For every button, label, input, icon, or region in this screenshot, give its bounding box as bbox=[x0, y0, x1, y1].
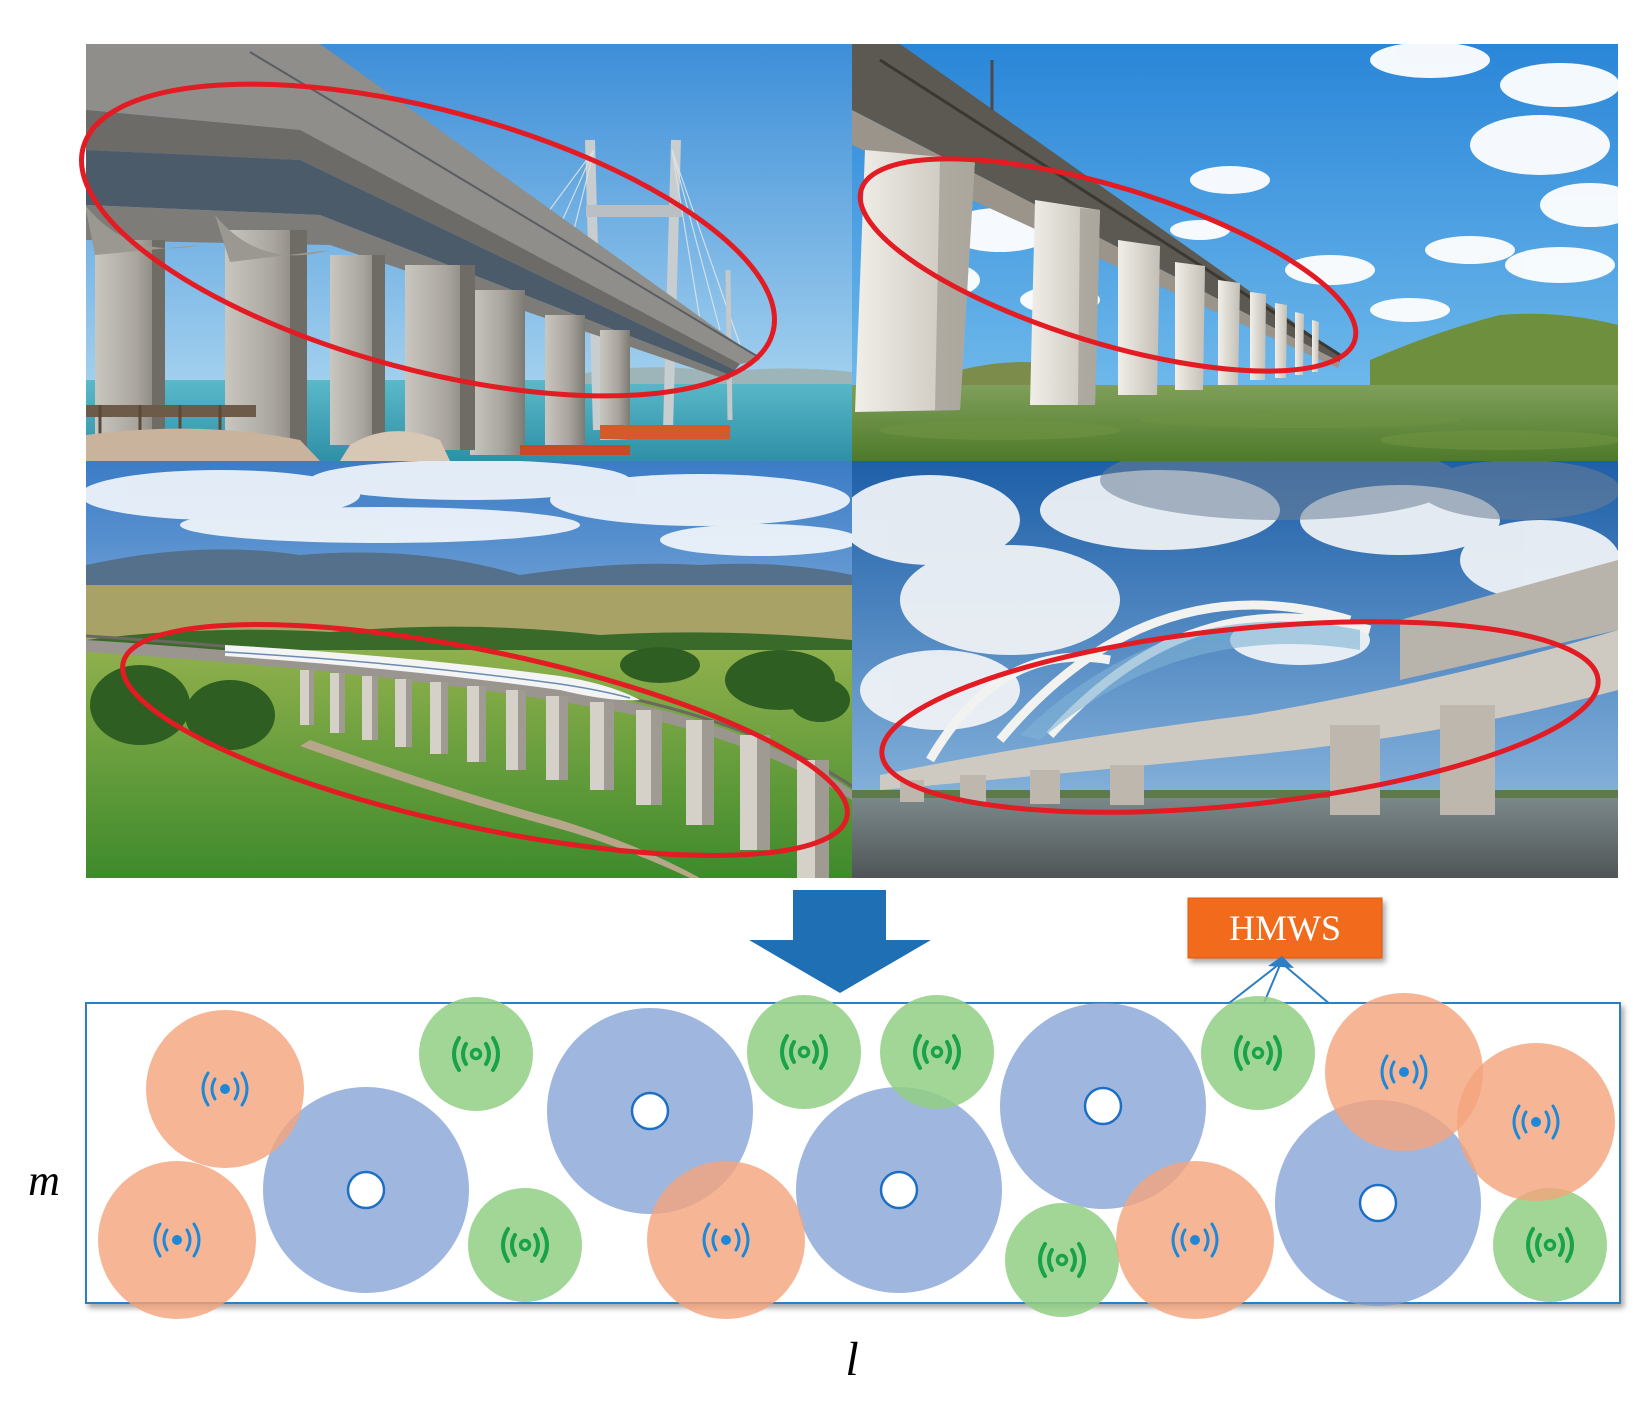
hollow-node-icon bbox=[1083, 1086, 1123, 1126]
green-sensor-nodes bbox=[419, 995, 1607, 1317]
hmws-box bbox=[1187, 897, 1383, 959]
wifi-signal-icon bbox=[1380, 1054, 1428, 1090]
photo-railway-viaduct-grassland bbox=[852, 44, 1618, 461]
highlight-ellipse-1 bbox=[79, 81, 777, 399]
wifi-signal-icon bbox=[1038, 1242, 1086, 1278]
hollow-node-icons bbox=[346, 1086, 1398, 1223]
photo-train-on-viaduct bbox=[86, 461, 852, 878]
hollow-node-icon bbox=[1358, 1183, 1398, 1223]
down-arrow-icon bbox=[749, 890, 931, 993]
hollow-node-icon bbox=[346, 1170, 386, 1210]
green-sensor-node bbox=[1201, 996, 1315, 1110]
wifi-signal-icon bbox=[1512, 1104, 1560, 1140]
sensor-layer bbox=[98, 993, 1615, 1319]
wifi-signal-icon bbox=[913, 1034, 961, 1070]
hmws-arrowhead-icon bbox=[1268, 956, 1294, 968]
wifi-signal-icon bbox=[780, 1034, 828, 1070]
green-wifi-icons bbox=[452, 1034, 1574, 1278]
wifi-signal-icon bbox=[201, 1071, 249, 1107]
wifi-signal-icon bbox=[452, 1036, 500, 1072]
highlight-ellipse-4 bbox=[879, 619, 1601, 815]
hollow-node-icon bbox=[630, 1091, 670, 1131]
highlight-ellipse-3 bbox=[120, 622, 850, 858]
green-sensor-node bbox=[1493, 1188, 1607, 1302]
green-sensor-node bbox=[1005, 1203, 1119, 1317]
l-axis-label: l bbox=[845, 1333, 858, 1386]
wifi-signal-icon bbox=[702, 1222, 750, 1258]
wifi-signal-icon bbox=[153, 1222, 201, 1258]
highlight-ellipses bbox=[79, 81, 1601, 858]
photo-arch-bridge-river bbox=[852, 461, 1618, 878]
orange-wifi-icons bbox=[153, 1054, 1560, 1258]
wifi-signal-icon bbox=[1171, 1222, 1219, 1258]
hmws-label: HMWS bbox=[1229, 908, 1341, 948]
wifi-signal-icon bbox=[1526, 1227, 1574, 1263]
hollow-node-icon bbox=[879, 1170, 919, 1210]
green-sensor-node bbox=[880, 995, 994, 1109]
green-sensor-node bbox=[419, 997, 533, 1111]
wifi-signal-icon bbox=[1234, 1035, 1282, 1071]
highlight-ellipse-2 bbox=[857, 156, 1359, 374]
green-sensor-node bbox=[747, 995, 861, 1109]
wifi-signal-icon bbox=[501, 1227, 549, 1263]
green-sensor-node bbox=[468, 1188, 582, 1302]
photo-sea-crossing-bridge bbox=[86, 44, 852, 461]
m-axis-label: m bbox=[28, 1156, 60, 1205]
